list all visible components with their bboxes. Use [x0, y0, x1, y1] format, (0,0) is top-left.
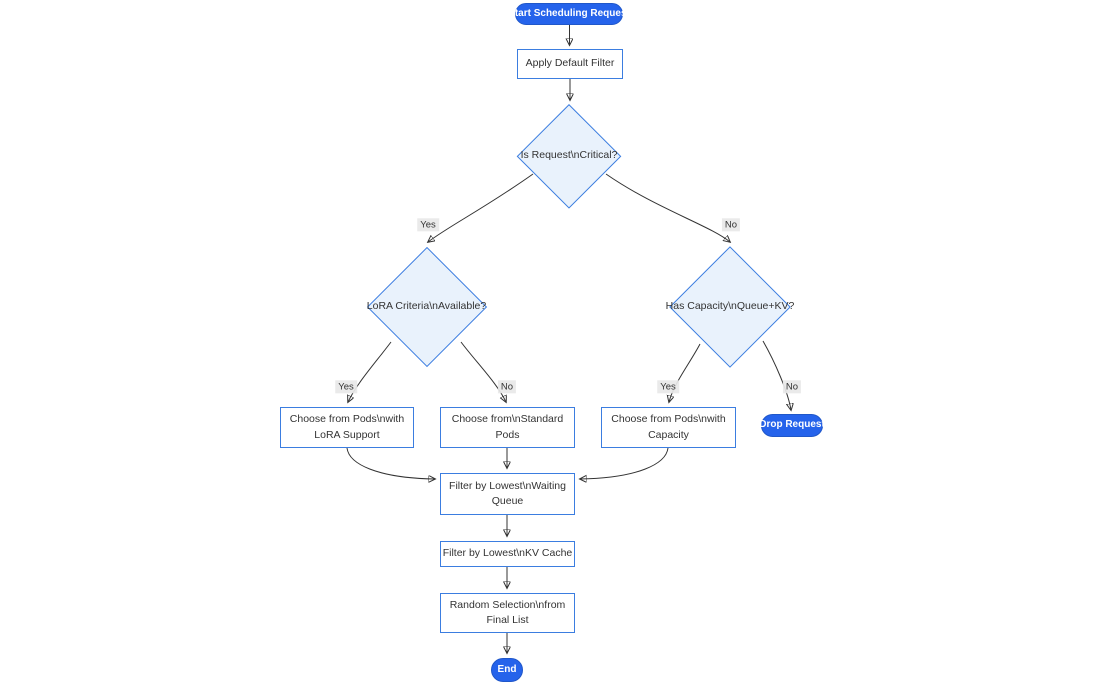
- node-apply-default-filter: Apply Default Filter: [517, 49, 623, 79]
- edge-label-lora-yes: Yes: [335, 380, 357, 394]
- node-has-capacity-label: Has Capacity\nQueue+KV?: [665, 300, 795, 313]
- node-choose-capacity-pods: Choose from Pods\nwith Capacity: [601, 407, 736, 448]
- node-filter-waiting-queue-label: Filter by Lowest\nWaiting Queue: [449, 479, 566, 507]
- edge-label-lora-no: No: [497, 380, 517, 394]
- node-choose-standard-pods-label: Choose from\nStandard Pods: [451, 413, 564, 441]
- node-start: Start Scheduling Request: [508, 3, 630, 25]
- node-end-label: End: [497, 663, 517, 675]
- node-choose-lora-pods-label: Choose from Pods\nwith LoRA Support: [289, 413, 405, 441]
- node-is-critical-label: Is Request\nCritical?: [520, 149, 618, 162]
- node-apply-default-filter-label: Apply Default Filter: [525, 57, 615, 70]
- node-choose-capacity-pods-label: Choose from Pods\nwith Capacity: [611, 413, 726, 441]
- node-end: End: [491, 658, 523, 682]
- edge-iscritical-yes: [428, 173, 534, 242]
- node-lora-criteria-label: LoRA Criteria\nAvailable?: [366, 300, 487, 313]
- edge-cappods-to-filterwq: [580, 447, 669, 479]
- edge-label-is-critical-yes: Yes: [417, 218, 439, 232]
- edge-lora-no: [460, 341, 506, 402]
- node-random-selection-label: Random Selection\nfrom Final List: [449, 598, 566, 626]
- node-is-critical: Is Request\nCritical?: [517, 104, 621, 208]
- node-choose-lora-pods: Choose from Pods\nwith LoRA Support: [280, 407, 414, 448]
- edge-lorapods-to-filterwq: [346, 447, 435, 479]
- node-start-label: Start Scheduling Request: [508, 7, 630, 19]
- edge-label-is-critical-no: No: [721, 218, 741, 232]
- edge-capacity-yes: [669, 343, 701, 402]
- edge-label-capacity-yes: Yes: [657, 380, 679, 394]
- node-filter-waiting-queue: Filter by Lowest\nWaiting Queue: [440, 473, 575, 515]
- node-drop-request: Drop Request: [759, 414, 825, 437]
- node-has-capacity: Has Capacity\nQueue+KV?: [666, 246, 794, 368]
- node-choose-standard-pods: Choose from\nStandard Pods: [440, 407, 575, 448]
- node-lora-criteria: LoRA Criteria\nAvailable?: [366, 246, 487, 368]
- edge-capacity-no: [762, 340, 791, 410]
- node-random-selection: Random Selection\nfrom Final List: [440, 593, 575, 633]
- edge-label-capacity-no: No: [782, 380, 802, 394]
- node-filter-kv-cache-label: Filter by Lowest\nKV Cache: [442, 547, 573, 560]
- node-filter-kv-cache: Filter by Lowest\nKV Cache: [440, 541, 575, 567]
- node-drop-request-label: Drop Request: [759, 419, 825, 431]
- edge-lora-yes: [348, 341, 392, 402]
- edge-iscritical-no: [605, 173, 730, 242]
